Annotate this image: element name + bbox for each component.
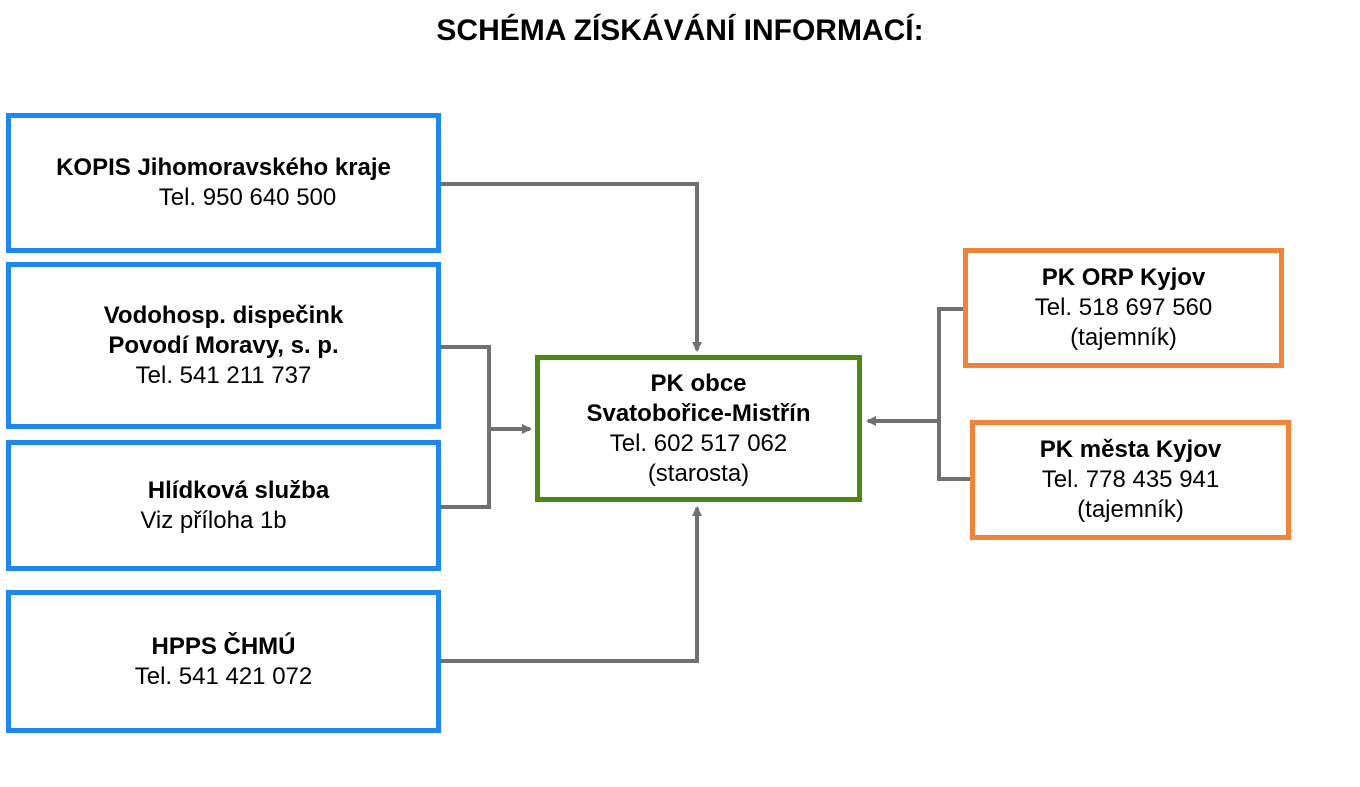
source-box-patrol: Hlídková služba Viz příloha 1b (6, 440, 441, 571)
kopis-name: KOPIS Jihomoravského kraje (56, 154, 391, 181)
patrol-name: Hlídková služba (147, 476, 330, 504)
source-box-dispatch: Vodohosp. dispečink Povodí Moravy, s. p.… (6, 262, 441, 429)
dispatch-phone: Tel. 541 211 737 (135, 361, 312, 389)
center-box-municipality: PK obce Svatobořice-Mistřín Tel. 602 517… (535, 355, 862, 502)
source-box-hpps: HPPS ČHMÚ Tel. 541 421 072 (6, 590, 441, 733)
hpps-phone: Tel. 541 421 072 (134, 662, 313, 690)
hpps-name: HPPS ČHMÚ (151, 632, 296, 660)
center-name-line1: PK obce (650, 369, 747, 397)
dispatch-name-line1: Vodohosp. dispečink (103, 301, 344, 329)
external-box-city: PK města Kyjov Tel. 778 435 941 (tajemní… (970, 420, 1291, 540)
external-box-orp: PK ORP Kyjov Tel. 518 697 560 (tajemník) (963, 248, 1284, 368)
dispatch-name-line2: Povodí Moravy, s. p. (108, 331, 339, 359)
orp-phone: Tel. 518 697 560 (1034, 294, 1213, 321)
center-role: (starosta) (647, 459, 750, 487)
connector-kopis-to-center (441, 182, 702, 352)
city-phone: Tel. 778 435 941 (1041, 466, 1220, 493)
connector-external-bracket (937, 307, 973, 481)
patrol-note: Viz příloha 1b (140, 506, 287, 534)
orp-name: PK ORP Kyjov (1041, 264, 1206, 291)
city-role: (tajemník) (1077, 496, 1184, 523)
kopis-phone: Tel. 950 640 500 (158, 184, 337, 211)
connector-hpps-to-center (441, 506, 702, 663)
center-phone: Tel. 602 517 062 (609, 429, 788, 457)
diagram-title: SCHÉMA ZÍSKÁVÁNÍ INFORMACÍ: (436, 14, 924, 47)
orp-role: (tajemník) (1070, 324, 1177, 351)
city-name: PK města Kyjov (1039, 436, 1222, 463)
source-box-kopis: KOPIS Jihomoravského kraje Tel. 950 640 … (6, 113, 441, 253)
center-name-line2: Svatobořice-Mistřín (586, 399, 811, 427)
connector-dispatch-bracket (441, 345, 491, 509)
